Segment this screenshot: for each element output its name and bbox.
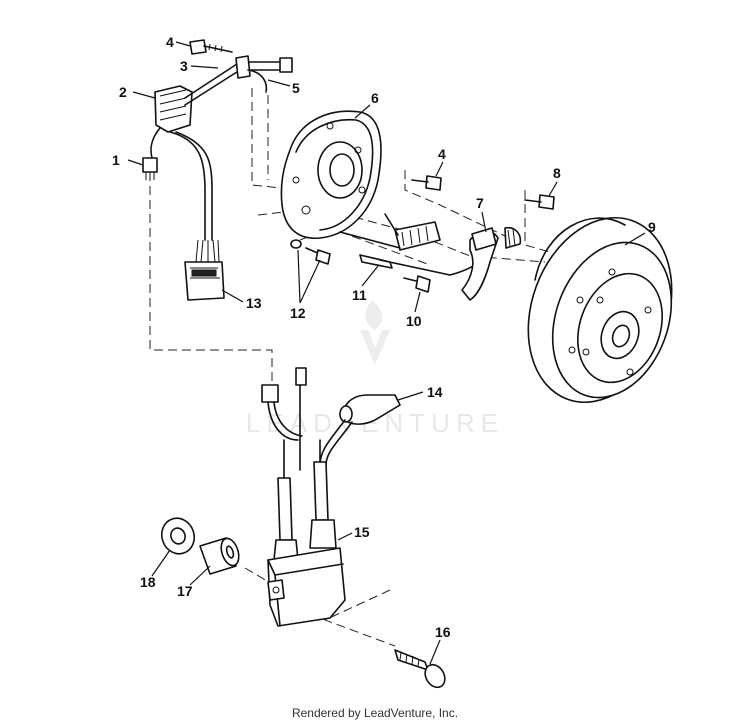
clamp	[235, 55, 251, 79]
callout-13: 13	[246, 295, 262, 311]
callout-17: 17	[177, 583, 193, 599]
connector-1	[142, 157, 158, 173]
pulser-coil	[339, 213, 491, 276]
callout-12: 12	[290, 305, 306, 321]
connector-lower-left	[261, 384, 279, 403]
callout-4-upper: 4	[166, 34, 174, 50]
callout-4-lower: 4	[438, 146, 446, 162]
wire-harness	[142, 55, 293, 301]
callout-leaders	[127, 41, 646, 665]
callout-8: 8	[553, 165, 561, 181]
screw-8	[524, 194, 555, 210]
callout-18: 18	[140, 574, 156, 590]
charge-coil	[461, 226, 522, 301]
callout-9: 9	[648, 219, 656, 235]
callout-7: 7	[476, 195, 484, 211]
callout-labels: 1 2 3 4 4 5 6 7 8 9 10 11 12 13 14 15 16…	[112, 34, 656, 640]
callout-16: 16	[435, 624, 451, 640]
callout-10: 10	[406, 313, 422, 329]
footer-credit: Rendered by LeadVenture, Inc.	[291, 706, 459, 720]
screw-4-upper	[189, 39, 233, 55]
screw-and-washer-12	[290, 239, 331, 265]
connector-lower-right	[295, 367, 307, 386]
callout-6: 6	[371, 90, 379, 106]
callout-11: 11	[352, 287, 367, 303]
ignition-coil-assembly	[261, 367, 401, 627]
stator-plate	[280, 110, 382, 239]
callout-5: 5	[292, 80, 300, 96]
callout-1: 1	[112, 152, 120, 168]
callout-15: 15	[354, 524, 370, 540]
callout-3: 3	[180, 58, 188, 74]
washer-18	[160, 517, 196, 555]
screw-10	[403, 275, 431, 293]
screw-4-lower	[411, 175, 442, 191]
flywheel	[527, 216, 673, 404]
spacer-17	[199, 537, 240, 575]
callout-14: 14	[427, 384, 443, 400]
callout-2: 2	[119, 84, 127, 100]
bolt-16	[394, 649, 446, 689]
